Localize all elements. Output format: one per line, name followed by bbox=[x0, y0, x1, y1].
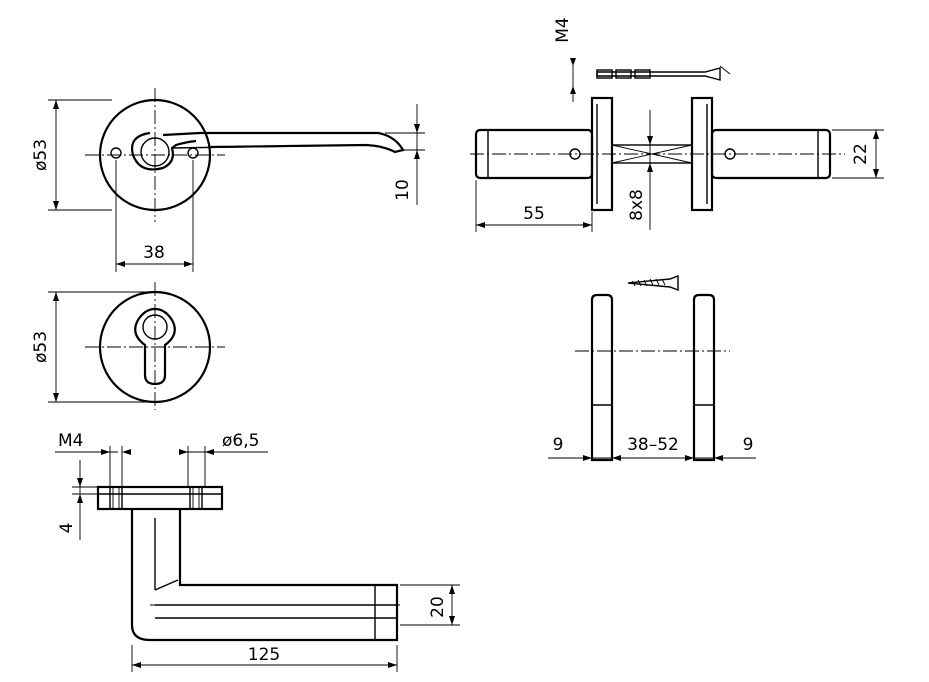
front-view-escutcheon: ø53 bbox=[31, 282, 225, 410]
dim-grip-length: 55 bbox=[523, 204, 545, 224]
dim-lever-offset: 10 bbox=[393, 179, 413, 201]
dim-screw-thread: M4 bbox=[58, 431, 83, 451]
lever-arm bbox=[162, 131, 405, 154]
rose-plate-side bbox=[96, 485, 224, 511]
lever-neck-side bbox=[130, 509, 399, 642]
dim-rose-thickness-left: 9 bbox=[553, 435, 564, 455]
dim-rose-diameter-top: ø53 bbox=[31, 139, 51, 171]
dim-center-distance: 38 bbox=[143, 243, 165, 263]
screw-hole-right bbox=[187, 147, 199, 159]
dim-grip-diameter: 22 bbox=[851, 143, 871, 165]
screw-hole-left bbox=[110, 147, 122, 159]
keyhole-cutout bbox=[134, 307, 176, 386]
dim-spindle: 8x8 bbox=[627, 189, 647, 221]
dim-rose-diameter-bottom: ø53 bbox=[31, 331, 51, 363]
dim-door-thickness: 38–52 bbox=[627, 435, 679, 455]
dim-lever-length: 125 bbox=[248, 645, 280, 665]
side-view-lever: M4 ø6,5 4 125 20 bbox=[55, 431, 460, 672]
door-section-view: 9 38–52 9 bbox=[548, 274, 756, 462]
dim-screw-diameter: ø6,5 bbox=[222, 431, 259, 451]
dim-bolt-thread: M4 bbox=[553, 17, 573, 42]
dim-lever-height: 20 bbox=[428, 596, 448, 618]
dim-rose-thickness-right: 9 bbox=[743, 435, 754, 455]
front-view-lever: ø53 38 10 bbox=[31, 88, 425, 272]
rose-left-section bbox=[590, 293, 614, 462]
wood-screw bbox=[627, 274, 679, 292]
rose-right-section bbox=[692, 293, 716, 462]
dim-rose-height: 4 bbox=[57, 523, 77, 534]
top-view-assembly: M4 55 22 bbox=[470, 17, 884, 232]
lever-hub bbox=[131, 131, 197, 171]
